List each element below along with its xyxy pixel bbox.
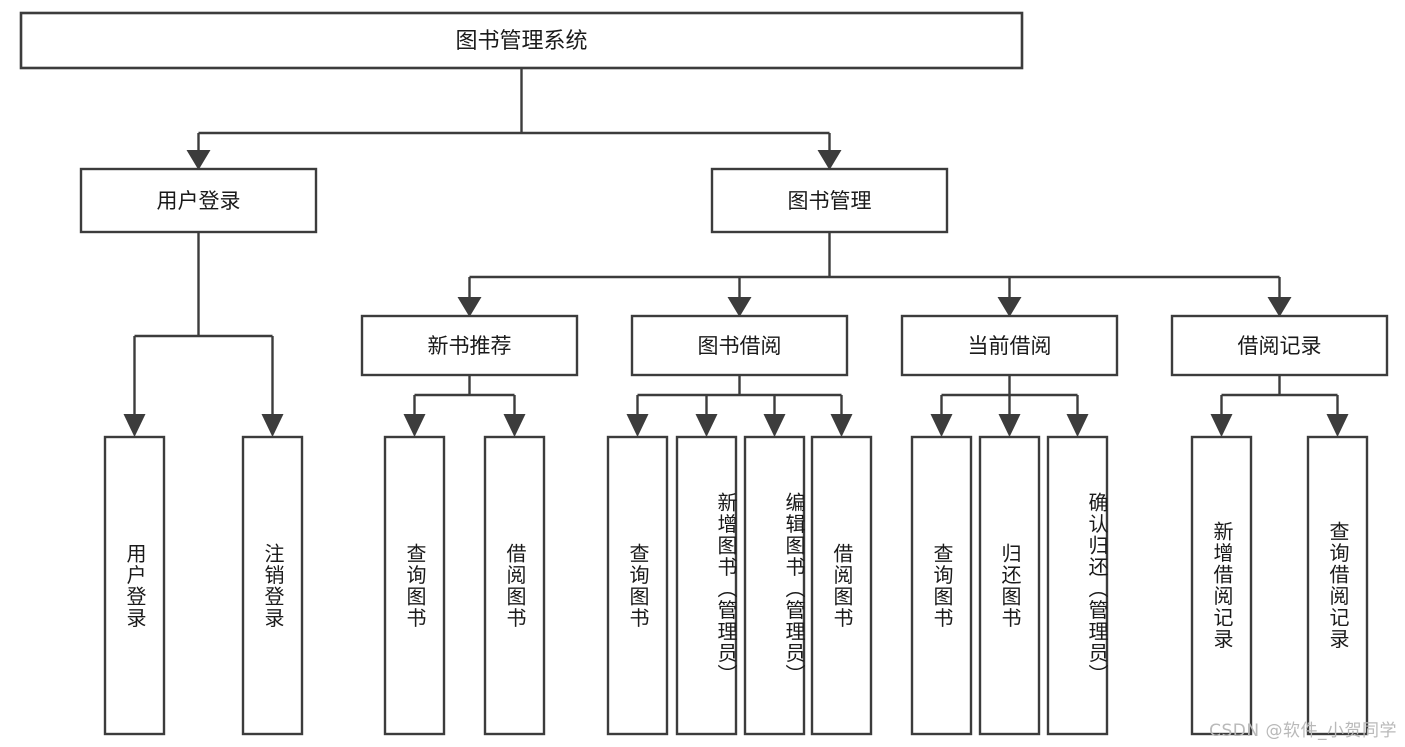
arrow-to-user-login bbox=[186, 150, 211, 170]
leaf-box-cb-confirm[interactable] bbox=[1046, 435, 1109, 736]
node-new-book[interactable]: 新书推荐 bbox=[360, 314, 579, 377]
arrow-to-leaf-cb-return bbox=[998, 414, 1021, 437]
node-new-book-label: 新书推荐 bbox=[428, 334, 512, 358]
node-user-login-label: 用户登录 bbox=[157, 189, 241, 213]
leaf-box-bb-edit[interactable] bbox=[743, 435, 806, 736]
leaf-box-user-login[interactable] bbox=[103, 435, 166, 736]
leaf-box-logout[interactable] bbox=[241, 435, 304, 736]
leaf-box-nb-query[interactable] bbox=[383, 435, 446, 736]
node-borrow-record-box[interactable] bbox=[1170, 314, 1389, 377]
arrowhead-group bbox=[123, 150, 1349, 437]
node-book-mgmt[interactable]: 图书管理 bbox=[710, 167, 949, 234]
arrow-to-new-book bbox=[457, 297, 482, 317]
arrow-to-leaf-br-query bbox=[1326, 414, 1349, 437]
arrow-to-leaf-user-login bbox=[123, 414, 146, 437]
node-book-borrow-label: 图书借阅 bbox=[698, 334, 782, 358]
arrow-to-leaf-bb-query bbox=[626, 414, 649, 437]
arrow-to-leaf-br-add bbox=[1210, 414, 1233, 437]
leaf-box-cb-query[interactable] bbox=[910, 435, 973, 736]
node-book-borrow[interactable]: 图书借阅 bbox=[630, 314, 849, 377]
node-current-borrow-box[interactable] bbox=[900, 314, 1119, 377]
arrow-to-book-mgmt bbox=[817, 150, 842, 170]
node-book-borrow-box[interactable] bbox=[630, 314, 849, 377]
node-user-login-box[interactable] bbox=[79, 167, 318, 234]
leaf-box-bb-add[interactable] bbox=[675, 435, 738, 736]
leaf-box-nb-borrow[interactable] bbox=[483, 435, 546, 736]
csdn-watermark: CSDN @软件_小贺同学 bbox=[1209, 721, 1397, 741]
leaf-box-br-add[interactable] bbox=[1190, 435, 1253, 736]
node-borrow-record-label: 借阅记录 bbox=[1238, 334, 1322, 358]
edge-group bbox=[133, 68, 1339, 416]
node-borrow-record[interactable]: 借阅记录 bbox=[1170, 314, 1389, 377]
arrow-to-leaf-logout bbox=[261, 414, 284, 437]
leaf-box-group bbox=[103, 435, 1369, 736]
arrow-to-leaf-bb-edit bbox=[763, 414, 786, 437]
arrow-to-leaf-bb-add bbox=[695, 414, 718, 437]
node-current-borrow-label: 当前借阅 bbox=[968, 334, 1052, 358]
leaf-box-bb-query[interactable] bbox=[606, 435, 669, 736]
node-new-book-box[interactable] bbox=[360, 314, 579, 377]
node-root-box[interactable] bbox=[19, 11, 1024, 70]
node-root-label: 图书管理系统 bbox=[455, 29, 587, 54]
arrow-to-leaf-cb-confirm bbox=[1066, 414, 1089, 437]
arrow-to-leaf-bb-borrow bbox=[830, 414, 853, 437]
arrow-to-leaf-cb-query bbox=[930, 414, 953, 437]
arrow-to-borrow-record bbox=[1267, 297, 1292, 317]
leaf-box-br-query[interactable] bbox=[1306, 435, 1369, 736]
arrow-to-leaf-nb-borrow bbox=[503, 414, 526, 437]
arrow-to-current-borrow bbox=[997, 297, 1022, 317]
node-user-login[interactable]: 用户登录 bbox=[79, 167, 318, 234]
node-root[interactable]: 图书管理系统 bbox=[19, 11, 1024, 70]
node-current-borrow[interactable]: 当前借阅 bbox=[900, 314, 1119, 377]
leaf-box-bb-borrow[interactable] bbox=[810, 435, 873, 736]
arrow-to-leaf-nb-query bbox=[403, 414, 426, 437]
arrow-to-book-borrow bbox=[727, 297, 752, 317]
leaf-box-cb-return[interactable] bbox=[978, 435, 1041, 736]
node-book-mgmt-label: 图书管理 bbox=[788, 189, 872, 213]
node-book-mgmt-box[interactable] bbox=[710, 167, 949, 234]
